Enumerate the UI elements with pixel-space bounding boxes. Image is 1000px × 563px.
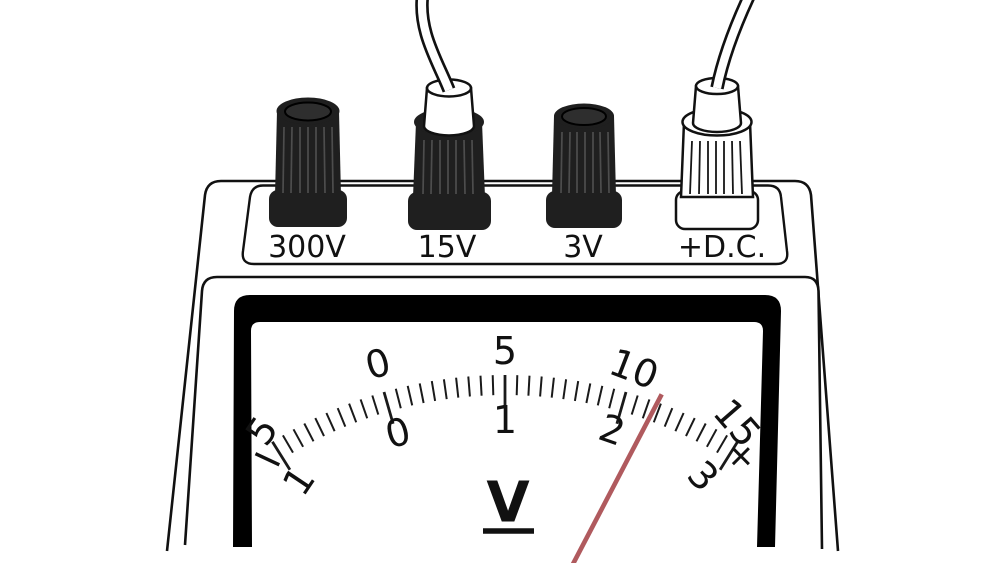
scale-minor-tick <box>455 377 460 398</box>
scale-minor-tick <box>325 412 336 432</box>
scale-minor-tick <box>491 375 495 396</box>
terminal-300V-top-hole <box>284 101 332 122</box>
unit-label-V: V <box>486 471 530 536</box>
inner-scale-label-1: 1 <box>493 398 517 442</box>
scale-minor-tick <box>336 407 347 427</box>
terminal-15V-base <box>408 192 491 230</box>
scale-major-tick <box>615 391 628 425</box>
scale-minor-tick <box>303 423 315 442</box>
scale-minor-tick <box>430 380 437 402</box>
terminal-15V-plug <box>422 86 476 137</box>
scale-minor-tick <box>442 379 448 400</box>
terminal-dc <box>674 0 760 231</box>
scale-minor-tick <box>630 395 639 415</box>
scale-minor-tick <box>348 403 358 423</box>
scale-minor-tick <box>467 376 471 397</box>
scale-major-tick <box>382 391 395 425</box>
terminal-300V-knurling <box>282 126 334 194</box>
terminal-15V <box>408 0 491 230</box>
scale-minor-tick <box>652 403 662 423</box>
terminal-15V-label: 15V <box>418 230 477 265</box>
terminal-dc-label: +D.C. <box>678 230 766 265</box>
scale-major-tick <box>271 440 292 471</box>
terminal-3V <box>546 103 622 228</box>
terminal-300V-label: 300V <box>268 230 346 265</box>
terminal-15V-lead-wire <box>415 0 456 93</box>
terminal-15V-knurling <box>422 139 474 195</box>
scale-minor-tick <box>292 428 304 448</box>
terminal-3V-top-hole <box>561 107 607 126</box>
scale-minor-tick <box>371 395 380 415</box>
outer-scale-label-5: 5 <box>493 329 517 373</box>
scale-minor-tick <box>359 399 369 419</box>
scale-minor-tick <box>479 375 483 396</box>
dial-face-panel <box>183 275 824 550</box>
scale-minor-tick <box>596 385 604 406</box>
scale-minor-tick <box>394 388 402 409</box>
dial-scale-ticks <box>271 375 739 471</box>
scale-minor-tick <box>716 434 728 454</box>
terminal-dc-lead-wire <box>710 0 755 90</box>
scale-minor-tick <box>585 383 592 404</box>
terminal-300V-base <box>269 190 347 227</box>
scale-minor-tick <box>282 434 294 454</box>
terminal-3V-knurling <box>560 131 610 194</box>
scale-minor-tick <box>608 388 616 409</box>
scale-minor-tick <box>695 423 707 442</box>
terminal-strip-panel <box>241 184 789 266</box>
terminal-dc-knurling <box>689 140 743 195</box>
scale-minor-tick <box>515 375 519 396</box>
terminal-300V <box>269 97 347 227</box>
scale-minor-tick <box>706 428 718 448</box>
scale-minor-tick <box>406 385 414 406</box>
scale-minor-tick <box>663 407 674 427</box>
scale-minor-tick <box>674 412 685 432</box>
scale-minor-tick <box>314 417 325 437</box>
scale-minor-tick <box>562 379 568 400</box>
scale-minor-tick <box>527 375 531 396</box>
terminal-dc-plug <box>691 84 743 134</box>
terminal-3V-base <box>546 191 622 228</box>
scale-major-tick <box>718 440 739 471</box>
meter-needle <box>570 393 664 563</box>
scale-minor-tick <box>685 417 696 437</box>
scale-minor-tick <box>573 380 580 402</box>
scale-minor-tick <box>418 383 425 404</box>
terminal-3V-label: 3V <box>563 230 603 265</box>
scale-minor-tick <box>550 377 555 398</box>
scale-minor-tick <box>539 376 543 397</box>
scale-minor-tick <box>641 399 651 419</box>
terminal-labels: 300V 15V 3V +D.C. <box>268 230 766 265</box>
dial-bezel-frame <box>233 295 781 547</box>
